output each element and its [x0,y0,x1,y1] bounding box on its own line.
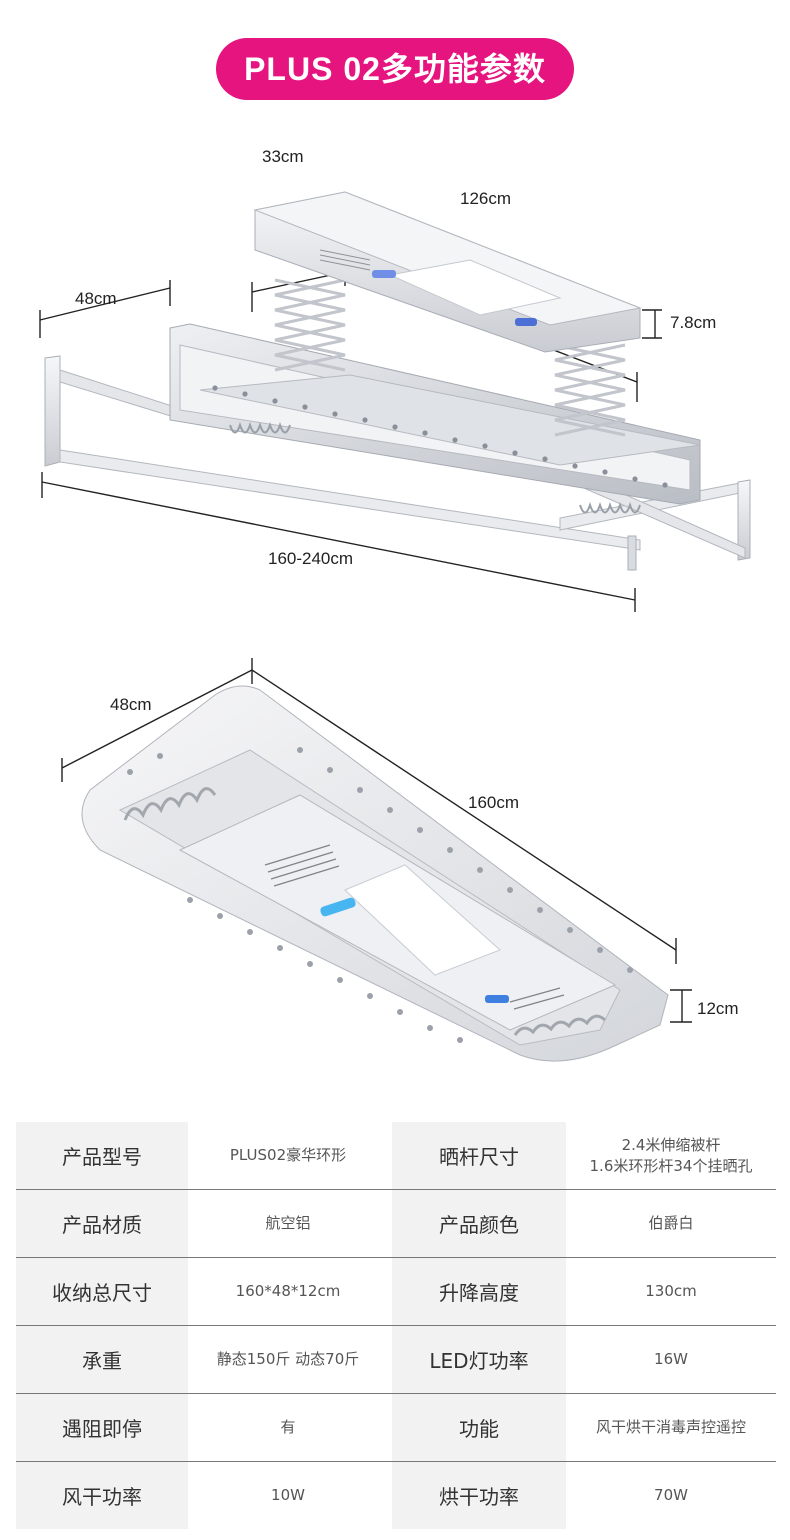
dim-width-rack: 48cm [75,289,117,308]
spec-value: 160*48*12cm [188,1257,388,1326]
dim-height-collapsed: 12cm [697,999,739,1018]
spec-value: 航空铝 [188,1189,388,1258]
top-unit [253,191,642,353]
table-row: 承重 静态150斤 动态70斤 LED灯功率 16W [16,1325,776,1394]
spec-value: 风干烘干消毒声控遥控 [566,1393,776,1462]
spec-value: 70W [566,1461,776,1529]
spec-key: 产品颜色 [392,1189,566,1258]
dim-length-rack: 160-240cm [268,549,353,568]
spec-key: 产品材质 [16,1189,188,1258]
product-diagram-collapsed: 48cm 160cm 12cm [61,658,739,1062]
spec-key: 产品型号 [16,1122,188,1190]
product-diagram-expanded: 33cm 126cm 7.8cm 48cm 160-240cm [39,147,751,612]
spec-key: 承重 [16,1325,188,1394]
page-title: PLUS 02多功能参数 [216,38,574,100]
spec-key: 升降高度 [392,1257,566,1326]
dim-height-top: 7.8cm [670,313,716,332]
spec-key: LED灯功率 [392,1325,566,1394]
spec-key: 收纳总尺寸 [16,1257,188,1326]
dim-length-top: 126cm [460,189,511,208]
scissor-lift [274,278,626,437]
spec-key: 晒杆尺寸 [392,1122,566,1190]
spec-value: 10W [188,1461,388,1529]
spec-key: 功能 [392,1393,566,1462]
spec-value: 有 [188,1393,388,1462]
spec-value: 16W [566,1325,776,1394]
spec-value: PLUS02豪华环形 [188,1122,388,1190]
collapsed-unit [81,685,669,1062]
spec-value: 静态150斤 动态70斤 [188,1325,388,1394]
dim-width-top: 33cm [262,147,304,166]
ring-rack [169,323,701,514]
dim-width-collapsed: 48cm [110,695,152,714]
spec-key: 遇阻即停 [16,1393,188,1462]
spec-value: 130cm [566,1257,776,1326]
spec-value: 伯爵白 [566,1189,776,1258]
table-row: 风干功率 10W 烘干功率 70W [16,1461,776,1529]
table-row: 遇阻即停 有 功能 风干烘干消毒声控遥控 [16,1393,776,1462]
spec-key: 烘干功率 [392,1461,566,1529]
title-banner: PLUS 02多功能参数 [0,38,790,100]
table-row: 收纳总尺寸 160*48*12cm 升降高度 130cm [16,1257,776,1326]
dim-length-collapsed: 160cm [468,793,519,812]
spec-key: 风干功率 [16,1461,188,1529]
table-row: 产品材质 航空铝 产品颜色 伯爵白 [16,1189,776,1258]
dimension-lines-2 [61,658,692,1023]
